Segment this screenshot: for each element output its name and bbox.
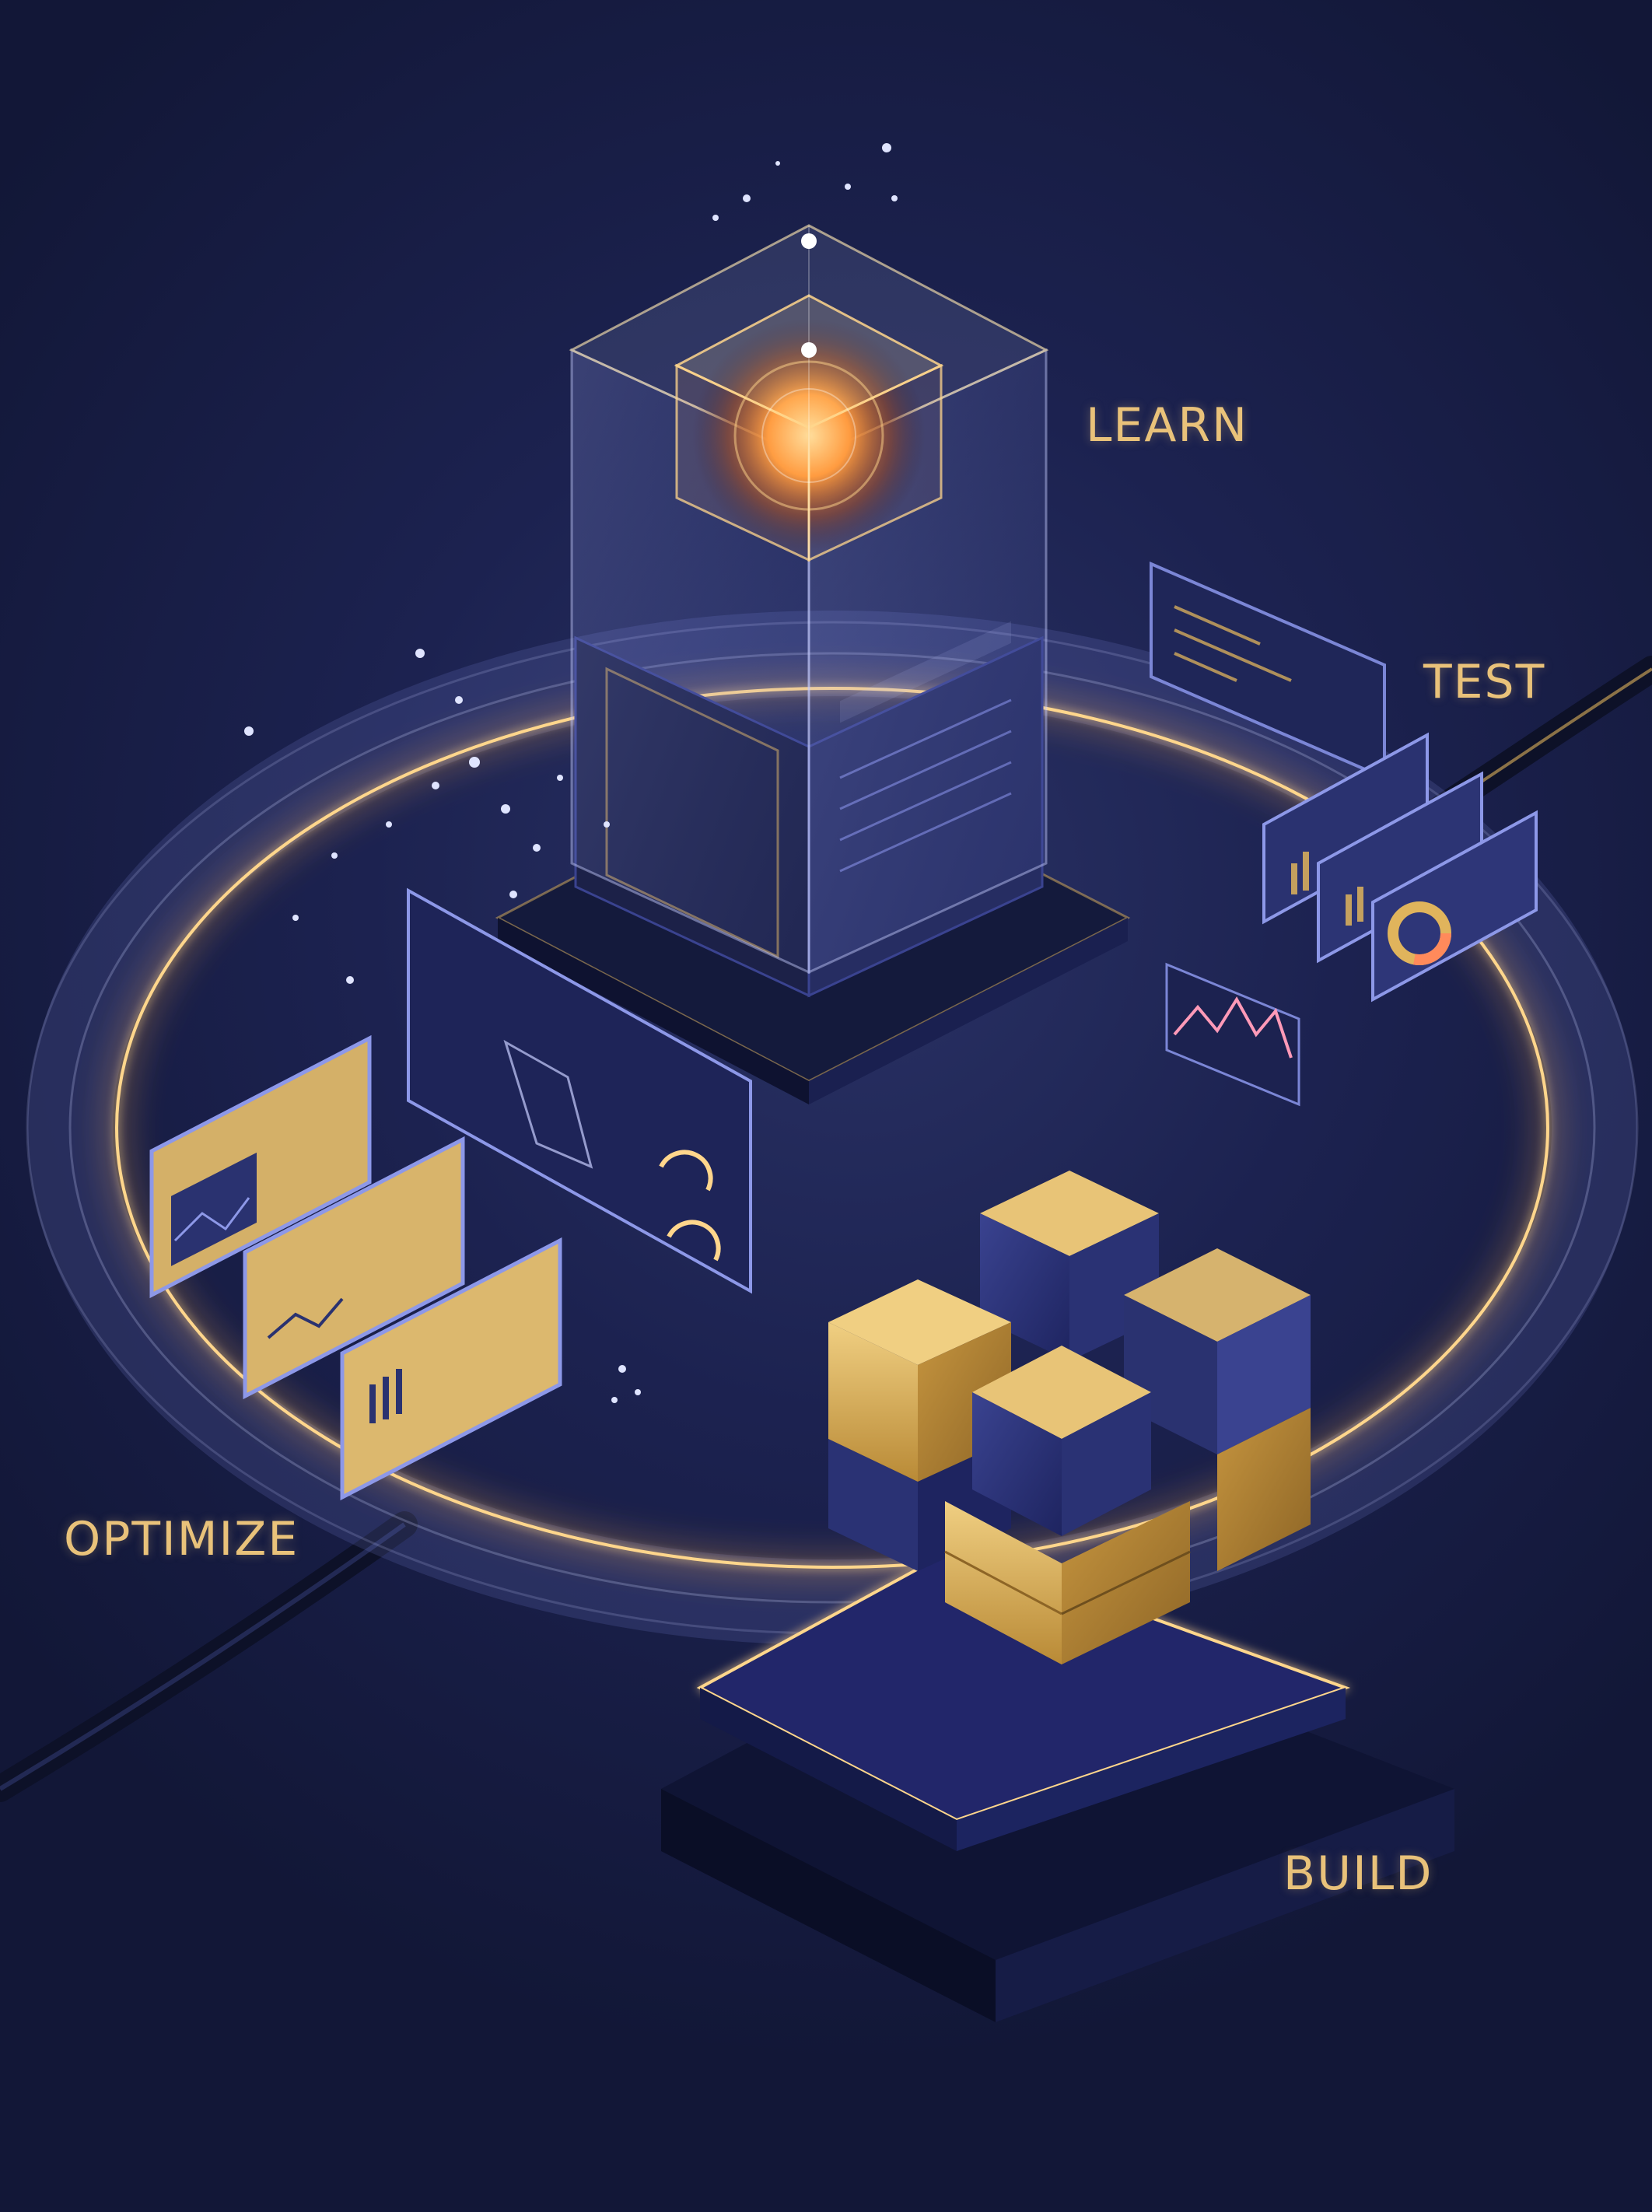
- build-blocks: [828, 1171, 1311, 1664]
- stage-label-optimize: OPTIMIZE: [64, 1512, 299, 1566]
- test-screens: [1150, 561, 1538, 1107]
- stage-label-build: BUILD: [1283, 1846, 1433, 1901]
- stage-label-test: TEST: [1423, 655, 1546, 709]
- particles: [244, 143, 898, 1403]
- build-platform: [661, 1545, 1454, 2022]
- stage-label-learn: LEARN: [1086, 398, 1248, 453]
- learn-tower: [495, 224, 1131, 1104]
- optimize-cards: [149, 887, 752, 1501]
